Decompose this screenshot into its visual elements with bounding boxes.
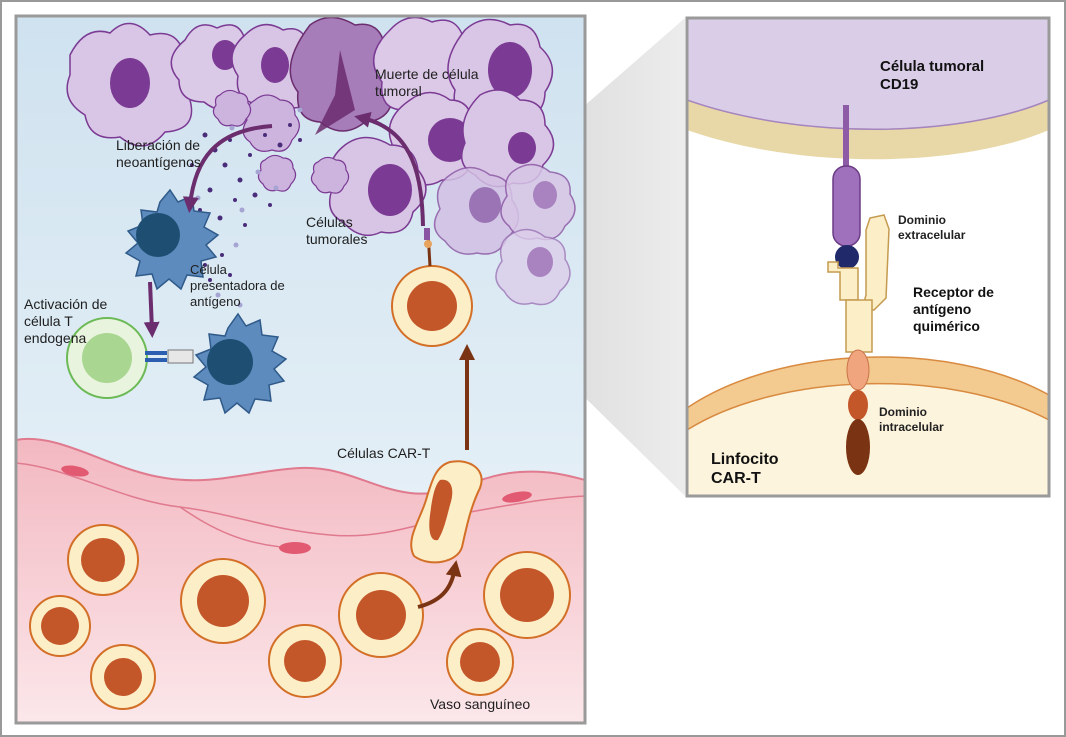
scfv-binder xyxy=(835,245,859,269)
label-car-receptor: Receptor de antígeno quimérico xyxy=(913,284,994,334)
label-tumor-death: Muerte de célula tumoral xyxy=(375,66,479,99)
circulating-car-t-cells xyxy=(29,524,571,710)
tumor-cell-cytoplasm xyxy=(687,18,1049,130)
label-blood-vessel: Vaso sanguíneo xyxy=(430,696,531,712)
tumor-cell-cluster xyxy=(66,16,576,306)
arrow-presentation xyxy=(143,281,160,338)
left-panel-border xyxy=(14,14,587,725)
arrow-killing xyxy=(354,111,425,227)
label-car-t-cells: Células CAR-T xyxy=(337,445,431,461)
label-extracellular-domain: Dominio extracelular xyxy=(898,213,966,242)
tcr-mhc-interaction xyxy=(145,349,194,364)
right-panel xyxy=(687,18,1049,496)
endogenous-t-cell xyxy=(66,317,148,399)
left-panel xyxy=(16,16,585,723)
arrow-extravasation xyxy=(417,560,462,609)
label-neoantigen-release: Liberación de neoantígenos xyxy=(116,137,201,170)
car-t-cell-bound xyxy=(391,228,473,347)
transmembrane-domain xyxy=(846,349,870,391)
label-car-t-lymphocyte: Linfocito CAR-T xyxy=(711,451,779,487)
arrow-release xyxy=(182,124,273,213)
costimulatory-domain xyxy=(848,390,868,420)
signaling-domain xyxy=(846,419,870,475)
label-tumor-cells: Células tumorales xyxy=(306,214,368,247)
neoantigen-particles-light xyxy=(195,107,303,308)
label-tumor-cell-cd19: Célula tumoral CD19 xyxy=(880,58,985,93)
label-t-cell-activation: Activación de célula T endogena xyxy=(24,296,108,346)
car-t-cell-extravasating xyxy=(410,460,483,564)
cd19-antigen xyxy=(832,165,861,247)
right-panel-border xyxy=(685,16,1051,498)
antigen-presenting-cell-2 xyxy=(192,312,288,415)
label-intracellular-domain: Dominio intracelular xyxy=(879,405,944,434)
car-hinge xyxy=(827,261,859,301)
label-antigen-presenting-cell: Célula presentadora de antígeno xyxy=(190,262,285,309)
cd19-stalk xyxy=(843,105,849,170)
